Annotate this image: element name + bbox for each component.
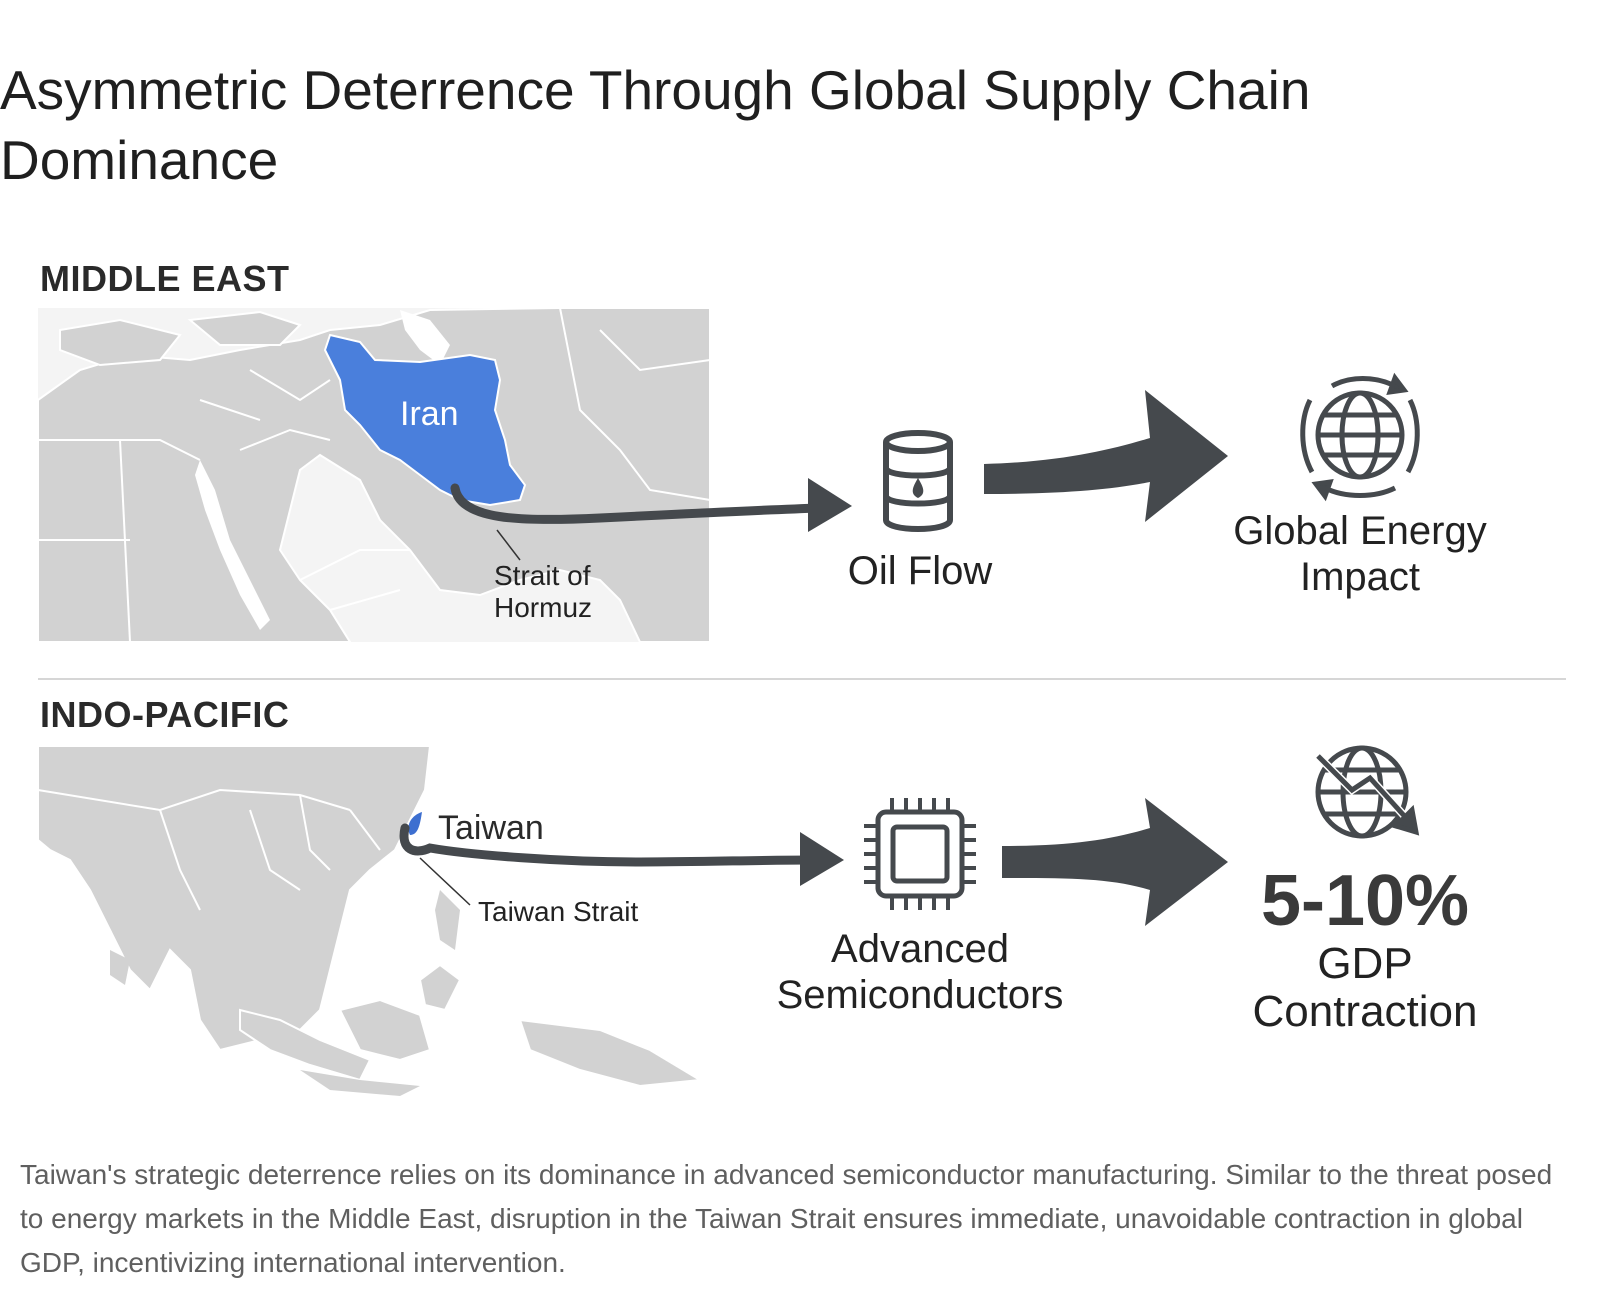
strait-of-hormuz-label: Strait of Hormuz xyxy=(494,560,593,623)
iran-shape xyxy=(323,333,527,507)
oil-barrel-icon xyxy=(883,430,953,532)
gdp-contraction-label: GDP Contraction xyxy=(1252,939,1478,1036)
semiconductor-to-gdp-arrow xyxy=(1002,798,1228,926)
region-label-middle-east: MIDDLE EAST xyxy=(40,258,290,299)
oil-route-line xyxy=(450,483,825,525)
taiwan-label: Taiwan xyxy=(438,809,544,847)
iran-label: Iran xyxy=(400,395,459,433)
figure-caption: Taiwan's strategic deterrence relies on … xyxy=(20,1159,1553,1278)
diagram-canvas xyxy=(37,307,1420,1096)
global-energy-impact-label: Global Energy Impact xyxy=(1233,509,1487,599)
oil-flow-label: Oil Flow xyxy=(847,549,993,593)
oil-to-impact-arrow xyxy=(984,390,1228,522)
taiwan-shape xyxy=(408,812,422,835)
taiwan-strait-leader-line xyxy=(419,857,471,906)
indo-pacific-map xyxy=(37,745,844,1096)
gdp-contraction-value: 5-10% xyxy=(1260,861,1470,941)
section-divider xyxy=(38,678,1566,680)
hormuz-leader-line xyxy=(496,529,521,561)
semiconductor-route-arrowhead xyxy=(800,832,844,886)
microchip-icon xyxy=(864,798,976,910)
taiwan-strait-label: Taiwan Strait xyxy=(478,896,639,927)
middle-east-map xyxy=(37,307,852,643)
rotating-globe-icon xyxy=(1300,372,1420,502)
globe-decline-icon xyxy=(1315,745,1420,839)
semiconductor-route-line xyxy=(399,823,815,867)
oil-route-arrowhead xyxy=(808,478,852,532)
deterrence-diagram: MIDDLE EAST xyxy=(0,250,1600,1120)
region-label-indo-pacific: INDO-PACIFIC xyxy=(40,694,290,735)
advanced-semiconductors-label: Advanced Semiconductors xyxy=(776,927,1064,1017)
page-title: Asymmetric Deterrence Through Global Sup… xyxy=(0,59,1311,191)
